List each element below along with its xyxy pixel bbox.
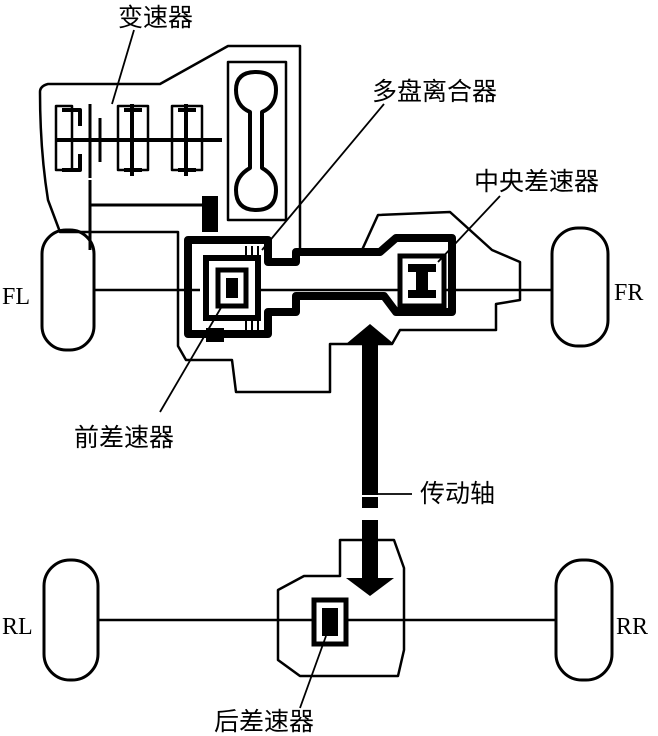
label-wheel-rr: RR [616,614,648,640]
label-drive-shaft: 传动轴 [420,479,495,508]
rear-differential-case [311,597,349,647]
label-center-differential: 中央差速器 [474,167,599,196]
leader-center-differential [437,195,501,263]
label-multi-plate-clutch: 多盘离合器 [372,77,497,106]
drive-shaft [362,388,378,508]
label-wheel-fl: FL [2,284,30,310]
wheel-front-left [40,228,96,352]
wheel-rear-left [42,558,100,682]
label-front-differential: 前差速器 [74,423,174,452]
wheel-rear-right [554,558,614,682]
clutch-hub-lower [206,328,224,342]
clutch-plates [245,246,259,330]
label-wheel-rl: RL [2,614,33,640]
front-differential-gears [215,267,249,309]
transmission-housing [38,44,522,394]
drive-shaft-arrow-up [346,324,394,390]
rear-differential-housing [276,538,406,678]
leader-front-differential [159,305,223,413]
label-rear-differential: 后差速器 [214,707,314,736]
center-differential-gears [408,264,436,298]
label-wheel-fr: FR [614,280,643,306]
leader-rear-differential [299,635,327,709]
clutch-outer-drum [184,234,456,338]
front-differential-core [226,278,238,298]
rear-differential-core [322,608,338,636]
label-transmission: 变速器 [118,3,193,32]
drive-shaft-lower [362,520,378,580]
drive-shaft-arrow-down [346,578,394,596]
torque-converter-impeller [234,70,278,212]
leader-transmission [111,29,135,105]
wheel-front-right [550,226,610,348]
transfer-gear-block [202,196,218,232]
transmission-gearsets [54,104,222,178]
leader-multi-plate-clutch [261,103,385,251]
